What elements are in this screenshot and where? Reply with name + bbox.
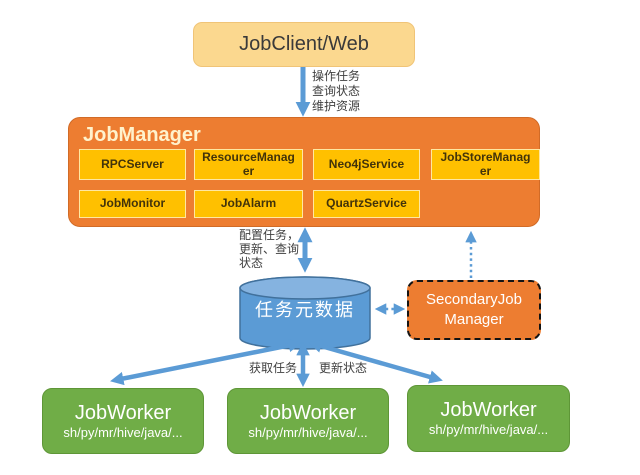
service-box-jobmonitor: JobMonitor: [79, 190, 186, 218]
service-box-neo4jservice: Neo4jService: [313, 149, 420, 180]
service-box-jobstoremanager: JobStoreManag er: [431, 149, 540, 180]
arrow-database-worker-1: [110, 338, 302, 386]
jobworker-title: JobWorker: [74, 401, 172, 424]
secondary-manager-label: SecondaryJob Manager: [426, 290, 522, 328]
jobmanager-box: JobManager RPCServer ResourceManag er Ne…: [68, 117, 540, 227]
jobworker-box-2: JobWorker sh/py/mr/hive/java/...: [227, 388, 389, 454]
jobworker-title: JobWorker: [259, 401, 357, 424]
service-box-resourcemanager: ResourceManag er: [194, 149, 303, 180]
edge-label-update-status: 更新状态: [319, 361, 368, 375]
jobclient-label: JobClient/Web: [239, 33, 369, 55]
edge-label-client-manager: 操作任务 查询状态 维护资源: [312, 69, 361, 113]
database-label: 任务元数据: [255, 300, 355, 320]
jobmanager-title: JobManager: [83, 124, 201, 146]
edge-label-fetch-task: 获取任务: [249, 361, 298, 375]
service-box-jobalarm: JobAlarm: [194, 190, 303, 218]
edge-label-manager-database: 配置任务， 更新、查询 状态: [239, 228, 300, 270]
jobworker-box-3: JobWorker sh/py/mr/hive/java/...: [407, 385, 570, 452]
jobworker-subtitle: sh/py/mr/hive/java/...: [248, 424, 368, 440]
service-box-rpcserver: RPCServer: [79, 149, 186, 180]
jobworker-title: JobWorker: [440, 399, 537, 422]
jobclient-box: JobClient/Web: [193, 22, 415, 67]
arrow-database-worker-3: [308, 339, 443, 384]
jobworker-subtitle: sh/py/mr/hive/java/...: [428, 422, 549, 438]
jobworker-box-1: JobWorker sh/py/mr/hive/java/...: [42, 388, 204, 454]
jobworker-subtitle: sh/py/mr/hive/java/...: [63, 424, 183, 440]
secondary-manager-box: SecondaryJob Manager: [407, 280, 541, 340]
database-cylinder: [239, 276, 371, 350]
service-box-quartzservice: QuartzService: [313, 190, 420, 218]
